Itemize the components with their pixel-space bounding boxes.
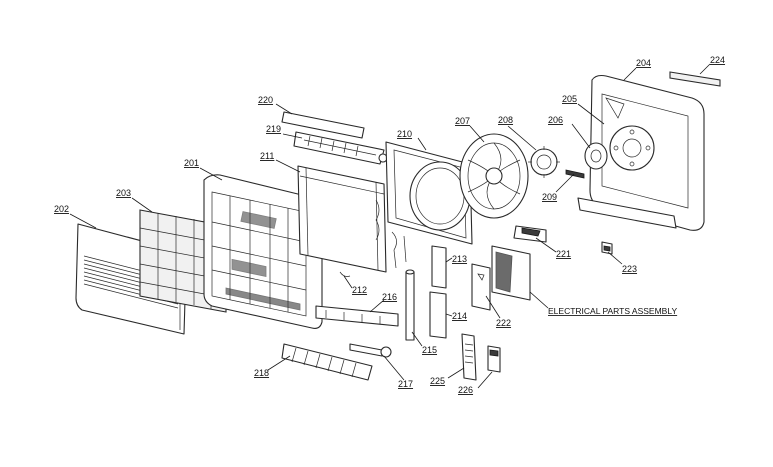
label-212: 212 — [352, 285, 367, 295]
top-cover-219 — [293, 131, 388, 165]
label-206: 206 — [548, 115, 563, 125]
shaft-clip-209 — [565, 169, 585, 179]
label-207: 207 — [455, 116, 470, 126]
drain-pan-216 — [315, 305, 399, 327]
motor-bracket-208 — [528, 146, 560, 178]
louver-assembly-218 — [281, 343, 373, 381]
drain-pipe-215 — [405, 269, 415, 341]
label-222: 222 — [496, 318, 511, 328]
strip-224 — [669, 71, 721, 87]
remote-control-225 — [461, 333, 477, 381]
shaft-217 — [349, 343, 392, 358]
clip-223 — [601, 241, 613, 255]
fan-motor-206 — [584, 142, 608, 170]
label-210: 210 — [397, 129, 412, 139]
label-216: 216 — [382, 292, 397, 302]
electrical-box-222 — [471, 245, 531, 311]
fan-housing-210 — [385, 141, 473, 245]
label-221: 221 — [556, 249, 571, 259]
evaporator-211 — [297, 165, 407, 273]
label-218: 218 — [254, 368, 269, 378]
label-219: 219 — [266, 124, 281, 134]
louver-strip-220 — [281, 111, 365, 139]
label-223: 223 — [622, 264, 637, 274]
label-204: 204 — [636, 58, 651, 68]
bracket-221 — [513, 225, 547, 243]
label-211: 211 — [260, 151, 274, 161]
leader-lines — [69, 63, 711, 389]
label-226: 226 — [458, 385, 473, 395]
wire-212 — [339, 271, 351, 277]
cover-plate-213 — [431, 245, 447, 289]
blower-wheel-207 — [459, 133, 529, 219]
rear-housing-204 — [577, 74, 705, 231]
front-frame-201 — [203, 174, 323, 329]
cover-plate-214 — [429, 291, 447, 339]
label-217: 217 — [398, 379, 413, 389]
label-201: 201 — [184, 158, 199, 168]
label-203: 203 — [116, 188, 131, 198]
label-202: 202 — [54, 204, 69, 214]
label-224: 224 — [710, 55, 725, 65]
label-214: 214 — [452, 311, 467, 321]
label-205: 205 — [562, 94, 577, 104]
label-213: 213 — [452, 254, 467, 264]
label-225: 225 — [430, 376, 445, 386]
label-electrical-parts-assembly: ELECTRICAL PARTS ASSEMBLY — [548, 306, 677, 316]
callout-labels: 202 203 201 220 219 211 210 207 208 206 … — [54, 55, 725, 395]
label-220: 220 — [258, 95, 273, 105]
label-215: 215 — [422, 345, 437, 355]
label-209: 209 — [542, 192, 557, 202]
remote-holder-226 — [487, 345, 501, 373]
label-208: 208 — [498, 115, 513, 125]
